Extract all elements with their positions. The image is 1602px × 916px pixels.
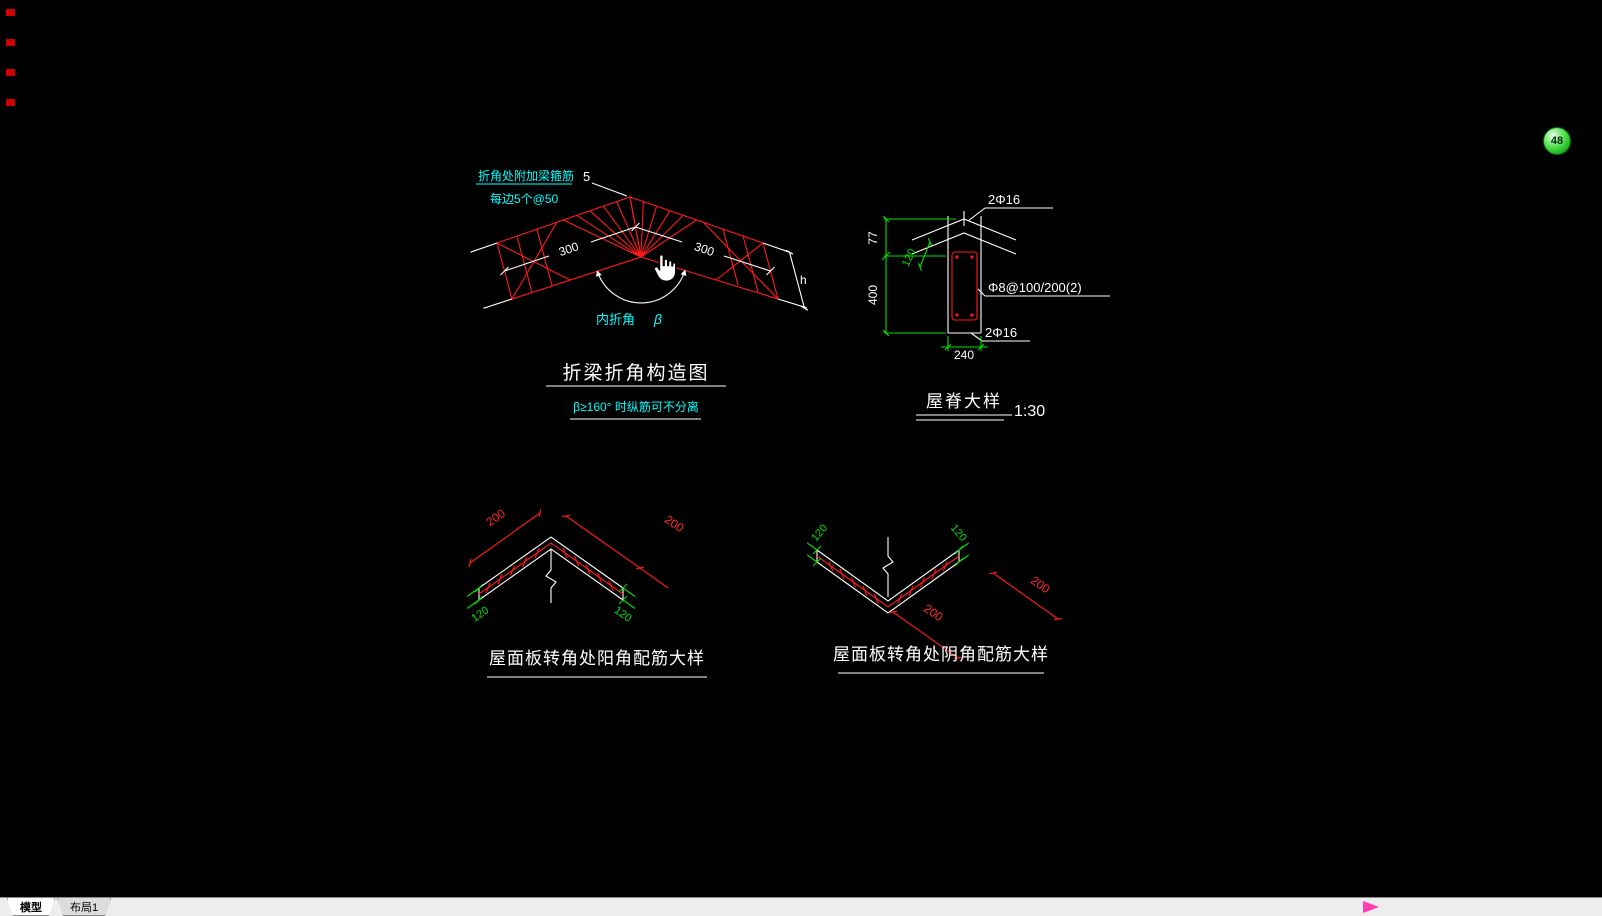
rebar-bottom-label: 2Φ16 <box>985 325 1017 340</box>
dim-300-right: 300 <box>693 239 717 259</box>
cad-drawing-canvas[interactable]: 折角处附加梁箍筋 每边5个@50 5 300 300 h 内折角 β 折梁折角构… <box>0 0 1602 897</box>
concave-corner-diagram: 120 120 200 200 屋面板转角处阴角配筋大样 <box>806 522 1063 674</box>
dim-200-right: 200 <box>1028 573 1053 596</box>
concave-rebar <box>816 555 1063 660</box>
dim-120-slope: 120 <box>900 247 919 269</box>
beta-symbol: β <box>653 311 662 327</box>
dim-120-left: 120 <box>469 604 491 624</box>
ridge-diagram: 2Φ16 Φ8@100/200(2) 2Φ16 77 400 120 240 屋… <box>866 192 1110 421</box>
left-edge-red-artifact <box>6 39 15 46</box>
beam-reinforcement-lines <box>496 201 779 300</box>
left-edge-red-artifact <box>6 9 15 16</box>
convex-thickness-dims <box>466 583 636 609</box>
comment-count-badge[interactable]: 48 <box>1543 127 1571 155</box>
tab-model[interactable]: 模型 <box>7 898 55 916</box>
dim-400: 400 <box>866 285 880 305</box>
dim-120-right: 120 <box>612 604 634 624</box>
top-count-label: 5 <box>583 169 590 184</box>
tab-model-label: 模型 <box>20 901 42 914</box>
dim-h: h <box>800 273 807 287</box>
left-edge-red-artifact <box>6 99 15 106</box>
ridge-scale: 1:30 <box>1014 403 1045 420</box>
dim-120-left: 120 <box>809 522 830 544</box>
ridge-stirrup <box>951 251 978 321</box>
dim-200-left: 200 <box>483 506 508 529</box>
dim-240: 240 <box>954 348 974 362</box>
ridge-leaders <box>967 207 1110 342</box>
beam-dimension-lines <box>470 182 809 311</box>
convex-rebar <box>468 508 669 595</box>
folded-beam-note: β≥160° 时纵筋可不分离 <box>573 399 699 414</box>
concave-thickness-dims <box>806 542 970 567</box>
inner-angle-label: 内折角 <box>596 312 635 327</box>
ridge-outline <box>911 211 1017 334</box>
comment-count-value: 48 <box>1550 135 1564 147</box>
folded-beam-title: 折梁折角构造图 <box>562 362 709 384</box>
ridge-dimensions <box>881 215 988 351</box>
left-edge-red-artifact <box>6 69 15 76</box>
convex-corner-diagram: 200 200 120 120 屋面板转角处阳角配筋大样 <box>466 506 707 678</box>
drawing-layer: 折角处附加梁箍筋 每边5个@50 5 300 300 h 内折角 β 折梁折角构… <box>466 168 1110 678</box>
ridge-title: 屋脊大样 <box>926 392 1002 411</box>
rebar-top-label: 2Φ16 <box>988 192 1020 207</box>
statusbar-pink-marker <box>1363 901 1379 913</box>
tab-layout1[interactable]: 布局1 <box>57 898 111 916</box>
stirrup-callout-line2: 每边5个@50 <box>490 191 559 206</box>
tab-layout1-label: 布局1 <box>70 901 99 914</box>
stirrup-callout-line1: 折角处附加梁箍筋 <box>478 168 574 183</box>
dim-120-right: 120 <box>948 522 969 544</box>
dim-300-left: 300 <box>557 239 581 259</box>
convex-slab-outline <box>478 536 624 603</box>
folded-beam-diagram: 折角处附加梁箍筋 每边5个@50 5 300 300 h 内折角 β 折梁折角构… <box>470 168 809 420</box>
dim-200-right: 200 <box>662 512 687 535</box>
convex-title: 屋面板转角处阳角配筋大样 <box>489 649 705 668</box>
dim-77: 77 <box>866 231 880 245</box>
concave-slab-outline <box>816 537 960 614</box>
dim-200-left: 200 <box>921 601 946 624</box>
concave-title: 屋面板转角处阴角配筋大样 <box>833 645 1049 664</box>
layout-tab-bar: 模型 布局1 <box>0 897 1602 916</box>
stirrup-label: Φ8@100/200(2) <box>988 280 1082 295</box>
